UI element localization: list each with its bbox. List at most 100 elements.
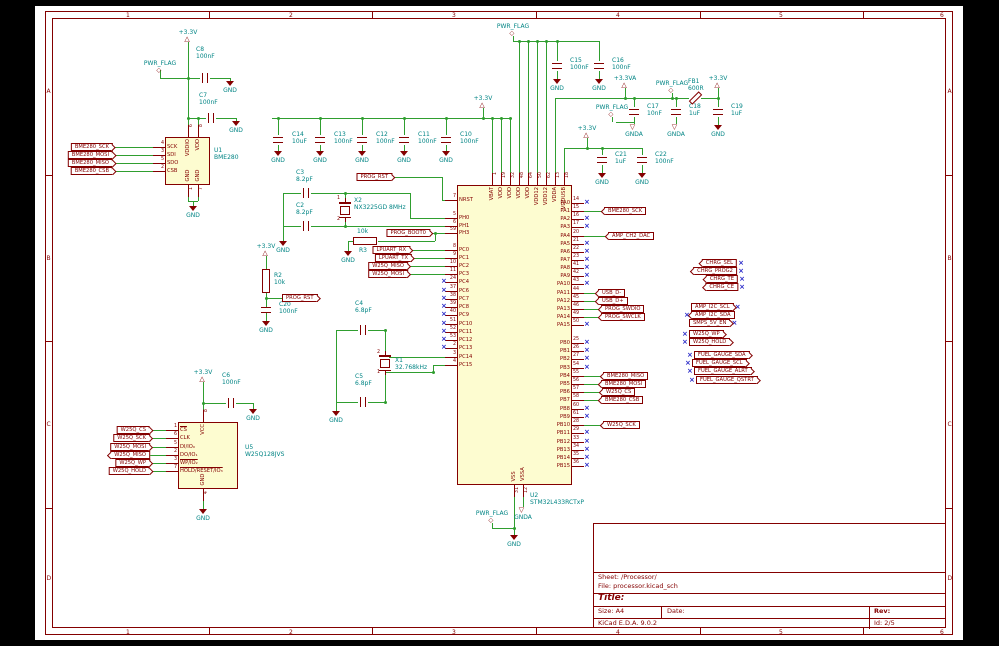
- resistor-R2[interactable]: [262, 269, 270, 293]
- pin-VDDA[interactable]: VDDA: [552, 187, 558, 202]
- capacitor-C16[interactable]: [594, 62, 604, 65]
- pin-PC15[interactable]: PC15: [459, 362, 473, 368]
- capacitor-C14[interactable]: [273, 136, 283, 139]
- capacitor-C7[interactable]: [212, 113, 215, 123]
- hier-label-W25Q_WP[interactable]: W25Q_WP×: [682, 330, 724, 338]
- capacitor-C6[interactable]: [227, 398, 230, 408]
- pin-PA9[interactable]: PA9: [560, 273, 570, 279]
- capacitor-C18[interactable]: [671, 108, 681, 111]
- pin-PB5[interactable]: PB5: [560, 381, 570, 387]
- pin-VDD[interactable]: VDD: [516, 187, 522, 199]
- gnd-label[interactable]: GND: [313, 157, 327, 164]
- gnd-label[interactable]: GND: [259, 327, 273, 334]
- capacitor-C16[interactable]: [594, 67, 604, 70]
- power-label[interactable]: +3.3V: [178, 29, 198, 36]
- pin-PC4[interactable]: PC4: [459, 279, 470, 285]
- pin-SDI[interactable]: SDI: [167, 152, 176, 158]
- pin-SCK[interactable]: SCK: [167, 144, 178, 150]
- pin-NRST[interactable]: NRST: [459, 197, 473, 203]
- pin-PB15[interactable]: PB15: [556, 463, 570, 469]
- hier-label-W25Q_MOSI[interactable]: W25Q_MOSI: [368, 270, 408, 278]
- pin-PA5[interactable]: PA5: [560, 241, 570, 247]
- capacitor-C20[interactable]: [261, 311, 271, 314]
- pin-PA14[interactable]: PA14: [557, 314, 570, 320]
- pin-CSB[interactable]: CSB: [167, 168, 178, 174]
- gnd-label[interactable]: GND: [276, 247, 290, 254]
- pin-PC10[interactable]: PC10: [459, 321, 473, 327]
- pin-PB9[interactable]: PB9: [560, 414, 570, 420]
- hier-label-AMP_I2C_SCL[interactable]: AMP_I2C_SCL×: [691, 303, 741, 311]
- pwr-flag-label[interactable]: PWR_FLAG: [595, 104, 629, 111]
- hier-label-PROG_RST[interactable]: PROG_RST: [356, 173, 392, 181]
- pin-PA1[interactable]: PA1: [560, 208, 570, 214]
- gnd-label[interactable]: GND: [196, 515, 210, 522]
- pin-VDDUSB[interactable]: VDDUSB: [561, 187, 567, 210]
- hier-label-W25Q_MISO[interactable]: W25Q_MISO: [368, 262, 408, 270]
- gnda-label[interactable]: GNDA: [625, 131, 643, 138]
- hier-label-PROG_SWDIO[interactable]: PROG_SWDIO: [601, 305, 645, 313]
- hier-label-CHRG_CE[interactable]: CHRG_CE×: [705, 283, 745, 291]
- ic-U2[interactable]: [457, 185, 572, 485]
- capacitor-C22[interactable]: [637, 161, 647, 164]
- capacitor-C5[interactable]: [364, 397, 367, 407]
- crystal-X1[interactable]: [380, 358, 390, 368]
- hier-label-W25Q_SCK[interactable]: W25Q_SCK: [603, 421, 640, 429]
- capacitor-C3[interactable]: [307, 188, 310, 198]
- hier-label-CHRG_TE[interactable]: CHRG_TE×: [705, 275, 745, 283]
- capacitor-C10[interactable]: [441, 141, 451, 144]
- capacitor-C19[interactable]: [713, 113, 723, 116]
- pin-PC13[interactable]: PC13: [459, 345, 473, 351]
- capacitor-C12[interactable]: [357, 136, 367, 139]
- ic-U1[interactable]: [165, 137, 210, 185]
- hier-label-FUEL_GAUGE_SDA[interactable]: FUEL_GAUGE_SDA×: [687, 351, 750, 359]
- pin-VDD[interactable]: VDD: [507, 187, 513, 199]
- pin-DI/IO₀[interactable]: DI/IO₀: [180, 444, 195, 450]
- power-label[interactable]: +3.3V: [256, 243, 276, 250]
- pin-PA6[interactable]: PA6: [560, 249, 570, 255]
- pin-PB4[interactable]: PB4: [560, 373, 570, 379]
- pin-HOLD/RESET/IO₃[interactable]: HOLD/RESET/IO₃: [180, 468, 223, 474]
- capacitor-C11[interactable]: [399, 136, 409, 139]
- pwr-flag-label[interactable]: PWR_FLAG: [475, 510, 509, 517]
- power-label[interactable]: +3.3V: [193, 369, 213, 376]
- capacitor-C14[interactable]: [273, 141, 283, 144]
- hier-label-LPUART_TX[interactable]: LPUART_TX: [374, 254, 412, 262]
- pin-PB0[interactable]: PB0: [560, 340, 570, 346]
- pin-VDD[interactable]: VDD: [525, 187, 531, 199]
- hier-label-BME280_MOSI[interactable]: BME280_MOSI: [67, 151, 113, 159]
- gnd-label[interactable]: GND: [397, 157, 411, 164]
- pin-PH3[interactable]: PH3: [459, 230, 470, 236]
- hier-label-SMPS_5V_EN[interactable]: SMPS_5V_EN×: [689, 319, 737, 327]
- gnda-label[interactable]: GNDA: [514, 514, 532, 521]
- pin-PC9[interactable]: PC9: [459, 312, 470, 318]
- hier-label-W25Q_HOLD[interactable]: W25Q_HOLD: [108, 467, 150, 475]
- capacitor-C11[interactable]: [399, 141, 409, 144]
- pin-WP/IO₂[interactable]: WP/IO₂: [180, 460, 198, 466]
- pin-PC3[interactable]: PC3: [459, 271, 470, 277]
- hier-label-FUEL_GAUGE_QSTRT[interactable]: FUEL_GAUGE_QSTRT×: [689, 376, 758, 384]
- pin-PB2[interactable]: PB2: [560, 356, 570, 362]
- hier-label-W25Q_MISO[interactable]: W25Q_MISO: [110, 451, 150, 459]
- hier-label-AMP_I2C_SDA[interactable]: AMP_I2C_SDA×: [684, 311, 735, 319]
- hier-label-BME280_SCK[interactable]: BME280_SCK: [70, 143, 113, 151]
- pin-VCC[interactable]: VCC: [200, 424, 206, 435]
- capacitor-C8[interactable]: [201, 73, 204, 83]
- capacitor-C5[interactable]: [359, 397, 362, 407]
- capacitor-C17[interactable]: [629, 108, 639, 111]
- gnd-label[interactable]: GND: [341, 257, 355, 264]
- pin-PB14[interactable]: PB14: [556, 455, 570, 461]
- capacitor-C22[interactable]: [637, 156, 647, 159]
- hier-label-BME280_MISO[interactable]: BME280_MISO: [67, 159, 113, 167]
- hier-label-W25Q_HOLD[interactable]: W25Q_HOLD×: [682, 338, 731, 346]
- resistor-value[interactable]: 10k: [357, 228, 369, 235]
- gnd-label[interactable]: GND: [592, 85, 606, 92]
